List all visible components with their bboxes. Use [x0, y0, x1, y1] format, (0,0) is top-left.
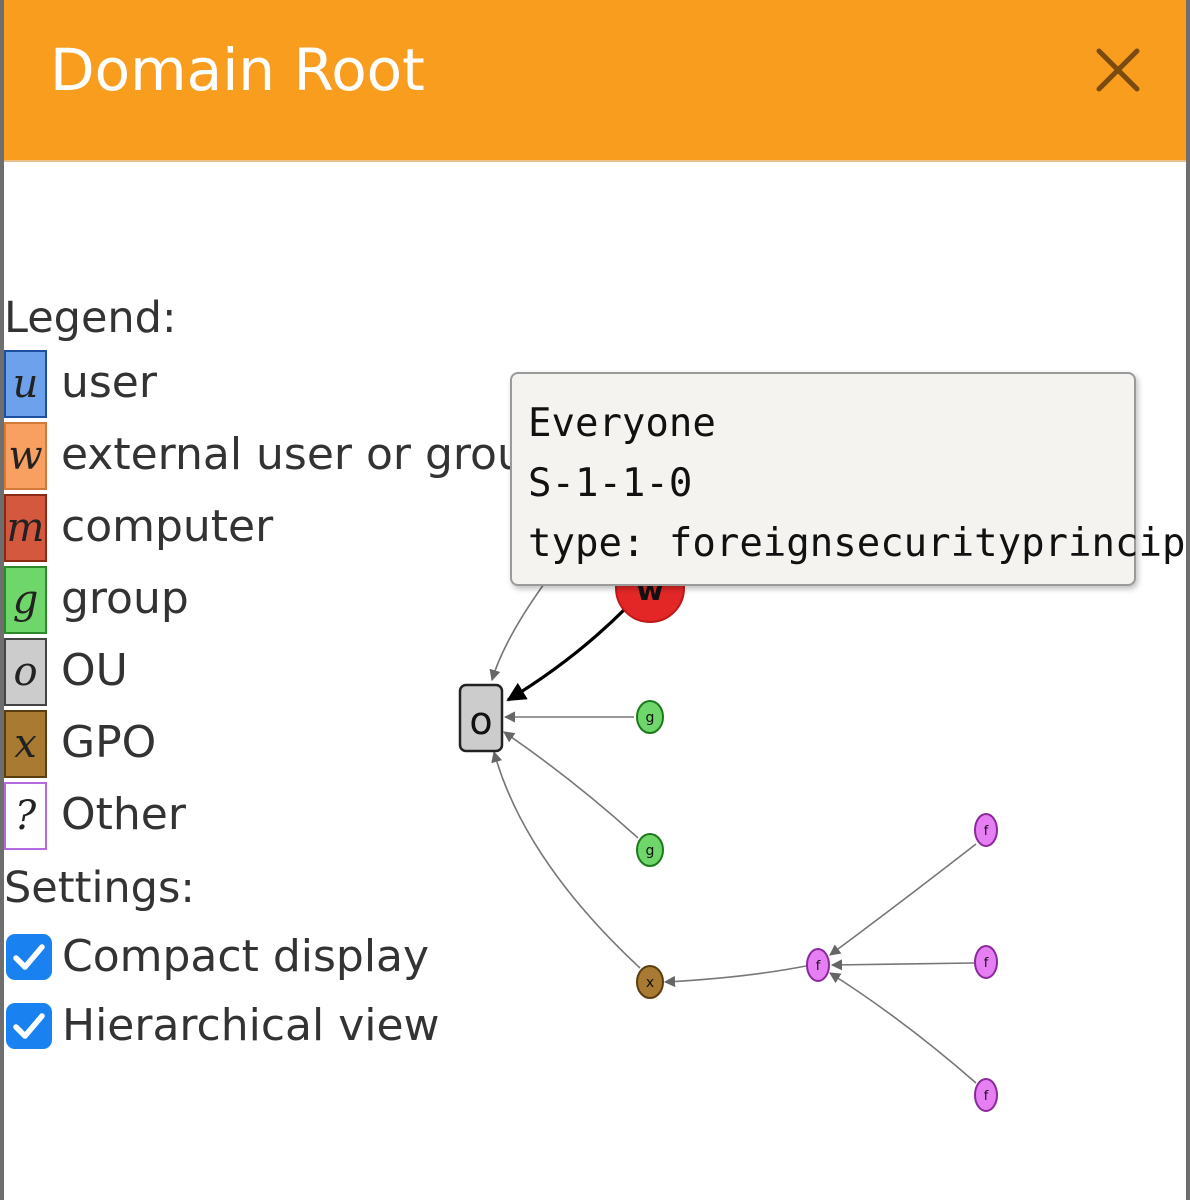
- checkmark-icon: [13, 944, 45, 970]
- legend-label-group: group: [61, 573, 189, 624]
- setting-compact-display[interactable]: Compact display: [4, 928, 484, 988]
- compact-display-label[interactable]: Compact display: [62, 931, 430, 982]
- svg-text:g: g: [646, 710, 655, 726]
- svg-text:x: x: [646, 975, 654, 991]
- legend-swatch-computer: m: [4, 494, 47, 562]
- edge-hidden-to-root: [489, 583, 545, 682]
- legend-item-other: ? Other: [4, 782, 524, 854]
- legend-swatch-other: ?: [4, 782, 47, 850]
- dialog-header: Domain Root: [4, 0, 1186, 162]
- hierarchical-view-label[interactable]: Hierarchical view: [62, 1000, 440, 1051]
- tooltip-name: Everyone: [528, 401, 716, 446]
- svg-text:f: f: [816, 959, 821, 974]
- svg-text:f: f: [984, 1089, 989, 1104]
- graph-node-f2[interactable]: f: [974, 945, 998, 979]
- legend-item-gpo: x GPO: [4, 710, 524, 782]
- legend-item-ou: o OU: [4, 638, 524, 710]
- tooltip-type: type: foreignsecurityprincipal: [528, 521, 1190, 566]
- checkmark-icon: [13, 1013, 45, 1039]
- graph-node-x1[interactable]: x: [636, 965, 664, 999]
- graph-canvas[interactable]: w o g g x f f f: [4, 0, 1190, 1200]
- close-icon: [1096, 48, 1140, 92]
- legend-item-computer: m computer: [4, 494, 524, 566]
- legend-swatch-gpo: x: [4, 710, 47, 778]
- graph-node-g1[interactable]: g: [636, 700, 664, 734]
- settings-heading: Settings:: [4, 863, 195, 913]
- legend-label-computer: computer: [61, 501, 274, 552]
- legend-label-external: external user or group: [61, 429, 553, 480]
- legend-label-ou: OU: [61, 645, 128, 696]
- compact-display-checkbox[interactable]: [6, 934, 52, 980]
- legend-item-user: u user: [4, 350, 524, 422]
- legend-heading: Legend:: [4, 293, 177, 343]
- legend-item-group: g group: [4, 566, 524, 638]
- legend-label-user: user: [61, 357, 157, 408]
- svg-text:f: f: [984, 956, 989, 971]
- graph-node-f3[interactable]: f: [974, 1078, 998, 1112]
- legend-item-external: w external user or group: [4, 422, 553, 494]
- svg-text:f: f: [984, 824, 989, 839]
- node-tooltip: Everyone S-1-1-0 type: foreignsecuritypr…: [510, 372, 1190, 586]
- edge-f2-to-f0: [830, 959, 975, 971]
- svg-text:o: o: [469, 699, 492, 743]
- hierarchical-view-checkbox[interactable]: [6, 1003, 52, 1049]
- edge-g2-to-root: [503, 731, 639, 839]
- graph-node-f0[interactable]: f: [806, 948, 830, 982]
- legend-label-gpo: GPO: [61, 717, 157, 768]
- legend-swatch-external: w: [4, 422, 47, 490]
- setting-hierarchical-view[interactable]: Hierarchical view: [4, 997, 484, 1057]
- legend-swatch-ou: o: [4, 638, 47, 706]
- edge-f3-to-f0: [829, 972, 977, 1084]
- close-button[interactable]: [1090, 42, 1146, 98]
- legend-label-other: Other: [61, 789, 186, 840]
- legend-swatch-user: u: [4, 350, 47, 418]
- tooltip-sid: S-1-1-0: [528, 461, 693, 506]
- legend-swatch-group: g: [4, 566, 47, 634]
- svg-text:g: g: [646, 843, 655, 859]
- edge-f0-to-x1: [663, 965, 807, 988]
- graph-node-root-ou[interactable]: o: [458, 683, 504, 753]
- graph-node-g2[interactable]: g: [636, 833, 664, 867]
- edge-x1-to-root: [491, 750, 641, 969]
- graph-node-f1[interactable]: f: [974, 813, 998, 847]
- edge-f1-to-f0: [829, 843, 977, 956]
- dialog-title: Domain Root: [50, 36, 425, 104]
- edge-w1-to-root: [506, 606, 628, 702]
